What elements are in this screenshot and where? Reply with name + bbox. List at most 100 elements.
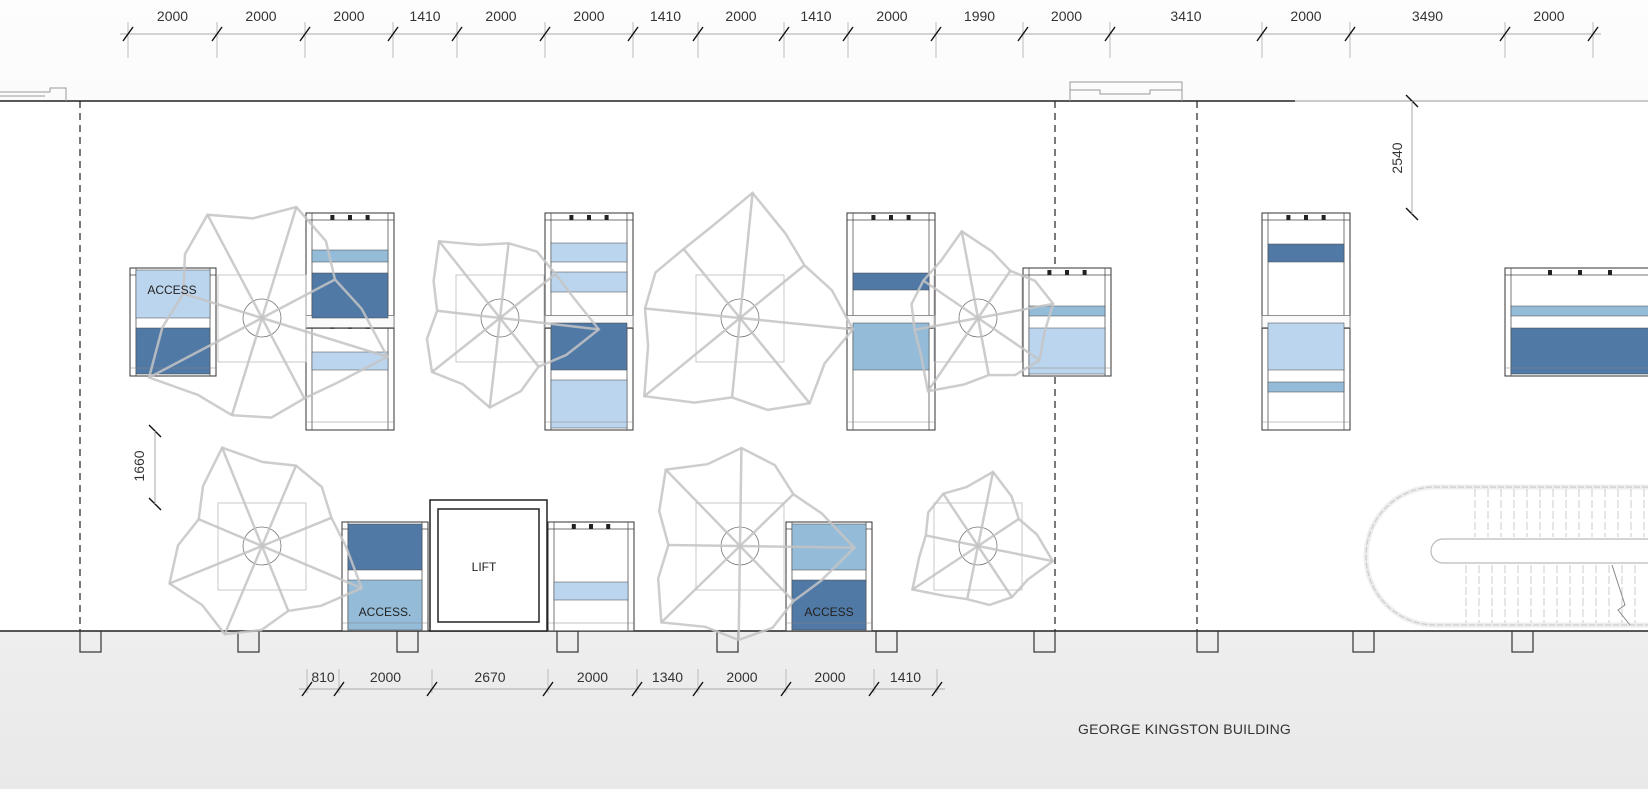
lift-car [437, 508, 540, 623]
clip [348, 215, 352, 220]
umbrella-rib [942, 493, 980, 547]
workstation [547, 521, 635, 632]
clip [1304, 215, 1308, 220]
dimension-tick [1104, 26, 1116, 42]
umbrella-rib [976, 317, 990, 376]
umbrella-rib [499, 317, 540, 368]
dimension-label: 2000 [577, 669, 608, 685]
column [1196, 630, 1219, 653]
umbrella-rib [914, 316, 979, 332]
labels: ACCESS ACCESS. ACCESS LIFT 2540 1660 [131, 142, 1405, 619]
umbrella-rib [499, 316, 599, 331]
umbrella-pole [242, 526, 282, 566]
umbrella-canopy [910, 229, 1055, 393]
dimension-label: 2000 [725, 8, 756, 24]
dimension-label: 3410 [1170, 8, 1201, 24]
dimension-tick [1017, 26, 1029, 42]
dimension-label: 1990 [964, 8, 995, 24]
umbrella-rib [977, 302, 1054, 320]
dimension-label: 1410 [890, 669, 921, 685]
umbrella-rib [739, 544, 855, 549]
panel-light [553, 581, 629, 601]
umbrella-rib [660, 545, 741, 624]
dimension-label: 2000 [1290, 8, 1321, 24]
dimension-label: 2000 [245, 8, 276, 24]
dimension-tick [1499, 26, 1511, 42]
umbrella-rib [206, 214, 264, 319]
stair-outer-shadow [1363, 484, 1648, 628]
clip [1065, 270, 1069, 275]
dimension-label: 2000 [1051, 8, 1082, 24]
dimension-tick [451, 26, 463, 42]
clip [589, 524, 593, 529]
panel-dark [852, 272, 930, 291]
umbrella-rib [682, 248, 741, 319]
umbrella-rib [261, 278, 336, 320]
umbrella-rib [644, 307, 741, 320]
workstation [305, 212, 395, 431]
dimension-2540: 2540 [1389, 142, 1405, 173]
umbrella-rib [488, 317, 502, 408]
umbrella-rib [976, 471, 995, 547]
panel-light [1267, 322, 1345, 371]
umbrella-rib [261, 316, 388, 358]
umbrella-pole [242, 298, 282, 338]
clip [1286, 215, 1291, 220]
staircase [1363, 484, 1648, 628]
umbrella-rib [499, 272, 557, 319]
umbrella-canopy [656, 446, 857, 642]
umbrella-rib [261, 544, 363, 590]
clip [906, 215, 911, 220]
dimension-label: 2000 [1533, 8, 1564, 24]
panel-dark [550, 322, 628, 371]
dimension-label: 2000 [876, 8, 907, 24]
dimension-label: 2000 [333, 8, 364, 24]
umbrella-rib [739, 317, 811, 404]
umbrella-rib [739, 545, 795, 602]
access-label-1: ACCESS [147, 283, 196, 297]
umbrella [656, 446, 857, 642]
dimension-label: 2000 [814, 669, 845, 685]
umbrella [425, 239, 601, 410]
umbrella-rib [431, 317, 501, 373]
umbrella-rib [739, 316, 854, 331]
dimension-1660: 1660 [131, 450, 147, 481]
umbrella-base [933, 274, 1023, 363]
dimension-label: 3490 [1412, 8, 1443, 24]
column [1033, 630, 1056, 653]
umbrella-rib [922, 279, 979, 320]
workstation [544, 212, 634, 431]
clip [330, 215, 335, 220]
dimension-tick [868, 681, 880, 697]
dimension-label: 1410 [800, 8, 831, 24]
umbrella-base [217, 502, 307, 591]
workstation-frame [547, 521, 635, 632]
dimension-label: 1340 [652, 669, 683, 685]
umbrella-rib [730, 317, 742, 398]
workstations [129, 212, 1648, 632]
clip [587, 215, 591, 220]
umbrella-rib [926, 317, 980, 392]
umbrella-rib [438, 240, 501, 319]
umbrella [910, 229, 1055, 393]
workstation [129, 267, 217, 377]
clip [571, 524, 576, 529]
umbrella-canopy [168, 446, 364, 636]
dimension-label: 2000 [157, 8, 188, 24]
umbrella-canopy [147, 205, 389, 419]
lift-label: LIFT [472, 560, 497, 574]
dimension-tick [539, 26, 551, 42]
umbrella-pole [480, 298, 520, 338]
building-name: GEORGE KINGSTON BUILDING [1078, 721, 1292, 737]
panel-mid [311, 249, 389, 263]
clip [1082, 270, 1087, 275]
panel-dark [1267, 243, 1345, 263]
panel-light [550, 242, 628, 263]
umbrella-pole [720, 298, 760, 338]
umbrella-rib [198, 518, 263, 548]
dimension-tick [426, 681, 438, 697]
umbrella-rib [977, 517, 1020, 548]
umbrella-rib [643, 317, 741, 398]
umbrella-rib [925, 534, 979, 548]
dimension-tick [333, 681, 345, 697]
